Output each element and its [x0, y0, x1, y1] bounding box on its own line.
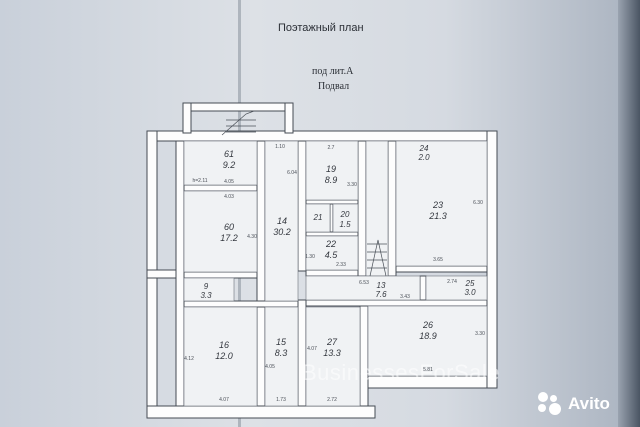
room-15-number: 15	[276, 337, 287, 347]
dim-label: 4.07	[307, 346, 317, 352]
room-9-area: 3.3	[200, 291, 212, 300]
dim-label: 2.74	[447, 279, 457, 285]
room-labels: 61 9.2 60 17.2 14 30.2 19 8.9 21 20 1.5 …	[200, 144, 476, 361]
room-27-area: 13.3	[323, 348, 341, 358]
room-fills	[183, 140, 488, 407]
room-61-area: 9.2	[223, 160, 236, 170]
avito-dots-icon	[537, 391, 565, 417]
dim-label: 1.30	[305, 254, 315, 260]
room-16-area: 12.0	[215, 351, 233, 361]
room-22-area: 4.5	[325, 250, 339, 260]
dim-label: 2.7	[328, 145, 335, 151]
dimension-labels: 4.05 4.03 4.30 6.04 1.10 3.30 2.7 6.30 3…	[184, 144, 485, 403]
walls	[146, 102, 498, 419]
room-24-number: 24	[419, 144, 429, 153]
room-22-number: 22	[325, 239, 336, 249]
room-26-number: 26	[422, 320, 433, 330]
dim-label: 3.65	[433, 257, 443, 263]
watermark-text: BusinessesForSale	[302, 360, 501, 385]
room-23-area: 21.3	[428, 211, 447, 221]
dim-label: 6.53	[359, 280, 369, 286]
dim-label: 6.04	[287, 170, 297, 176]
room-19-area: 8.9	[325, 175, 338, 185]
avito-brand-text: Avito	[568, 394, 610, 413]
dim-label: h=2.11	[192, 178, 207, 184]
dim-label: 2.72	[327, 397, 337, 403]
avito-logo: Avito	[537, 391, 610, 417]
dim-label: 1.10	[275, 144, 285, 150]
room-25-number: 25	[465, 279, 475, 288]
room-60-area: 17.2	[220, 233, 238, 243]
plan-title: Поэтажный план	[278, 22, 364, 34]
dim-label: 3.30	[475, 331, 485, 337]
dim-label: 4.30	[247, 234, 257, 240]
room-20-area: 1.5	[339, 220, 351, 229]
room-14-number: 14	[277, 216, 287, 226]
room-61-number: 61	[224, 149, 234, 159]
dim-label: 1.73	[276, 397, 286, 403]
plan-level-label: Подвал	[318, 81, 350, 92]
room-14-area: 30.2	[273, 227, 291, 237]
paper-edge-shadow	[618, 0, 640, 427]
room-26-area: 18.9	[419, 331, 437, 341]
dim-label: 4.07	[219, 397, 229, 403]
room-9-number: 9	[204, 282, 209, 291]
dim-label: 4.05	[224, 179, 234, 185]
dim-label: 3.43	[400, 294, 410, 300]
room-27-number: 27	[326, 337, 338, 347]
plan-letter-label: под лит.А	[312, 66, 354, 77]
room-13-number: 13	[377, 281, 386, 290]
room-25-area: 3.0	[464, 288, 476, 297]
dim-label: 5.81	[423, 367, 433, 373]
dim-label: 3.30	[347, 182, 357, 188]
dim-label: 2.33	[336, 262, 346, 268]
room-23-number: 23	[432, 200, 443, 210]
room-13-area: 7.6	[375, 290, 387, 299]
room-21-number: 21	[313, 213, 323, 222]
room-15-area: 8.3	[275, 348, 288, 358]
room-20-number: 20	[340, 210, 350, 219]
dim-label: 4.05	[265, 364, 275, 370]
stairs	[221, 110, 387, 277]
room-24-area: 2.0	[417, 153, 430, 162]
room-19-number: 19	[326, 164, 336, 174]
room-60-number: 60	[224, 222, 234, 232]
dim-label: 4.12	[184, 356, 194, 362]
dim-label: 6.30	[473, 200, 483, 206]
dim-label: 4.03	[224, 194, 234, 200]
room-16-number: 16	[219, 340, 229, 350]
